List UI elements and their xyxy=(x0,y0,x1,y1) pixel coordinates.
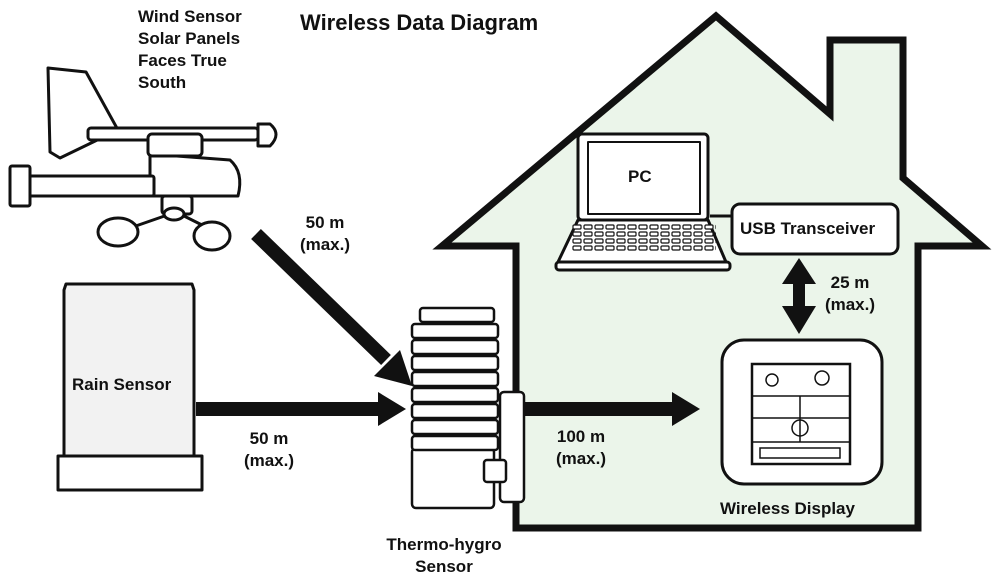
distance-value: 25 m xyxy=(830,273,870,292)
distance-value: 100 m xyxy=(556,427,606,446)
distance-note: (max.) xyxy=(299,235,351,254)
distance-label-display: 100 m (max.) xyxy=(536,426,626,470)
pc-label: PC xyxy=(628,167,652,186)
distance-label-rain: 50 m (max.) xyxy=(224,428,314,472)
wind-sensor-label-line: Wind Sensor xyxy=(138,7,242,26)
wireless-display-label: Wireless Display xyxy=(720,499,855,518)
thermo-sensor-label-line: Thermo-hygro xyxy=(386,535,502,554)
wireless-display-icon xyxy=(720,338,884,486)
distance-label-transceiver: 25 m (max.) xyxy=(810,272,890,316)
rain-sensor-icon xyxy=(56,282,204,492)
wind-sensor-icon xyxy=(8,66,278,252)
diagram-title: Wireless Data Diagram xyxy=(300,10,539,35)
thermo-hygro-sensor-icon xyxy=(410,306,526,510)
distance-label-wind: 50 m (max.) xyxy=(280,212,370,256)
thermo-sensor-label-line: Sensor xyxy=(415,557,473,576)
wind-sensor-label-line: Faces True xyxy=(138,51,227,70)
rain-sensor-label: Rain Sensor xyxy=(72,375,172,394)
thermo-sensor-label: Thermo-hygro Sensor xyxy=(374,534,514,578)
wind-sensor-label: Wind Sensor Solar Panels Faces True Sout… xyxy=(138,6,242,94)
pc-laptop-icon xyxy=(554,132,732,272)
arrow-thermo-to-display xyxy=(524,392,700,426)
distance-value: 50 m xyxy=(249,429,289,448)
usb-transceiver-label: USB Transceiver xyxy=(740,219,876,238)
arrow-transceiver-to-display xyxy=(782,258,816,334)
distance-note: (max.) xyxy=(243,451,295,470)
distance-note: (max.) xyxy=(555,449,607,468)
arrow-rain-to-thermo xyxy=(196,392,406,426)
arrow-wind-to-thermo xyxy=(251,228,412,386)
usb-transceiver-box xyxy=(730,202,900,256)
wind-sensor-label-line: Solar Panels xyxy=(138,29,241,48)
distance-note: (max.) xyxy=(824,295,876,314)
distance-value: 50 m xyxy=(305,213,345,232)
wind-sensor-label-line: South xyxy=(138,73,187,92)
